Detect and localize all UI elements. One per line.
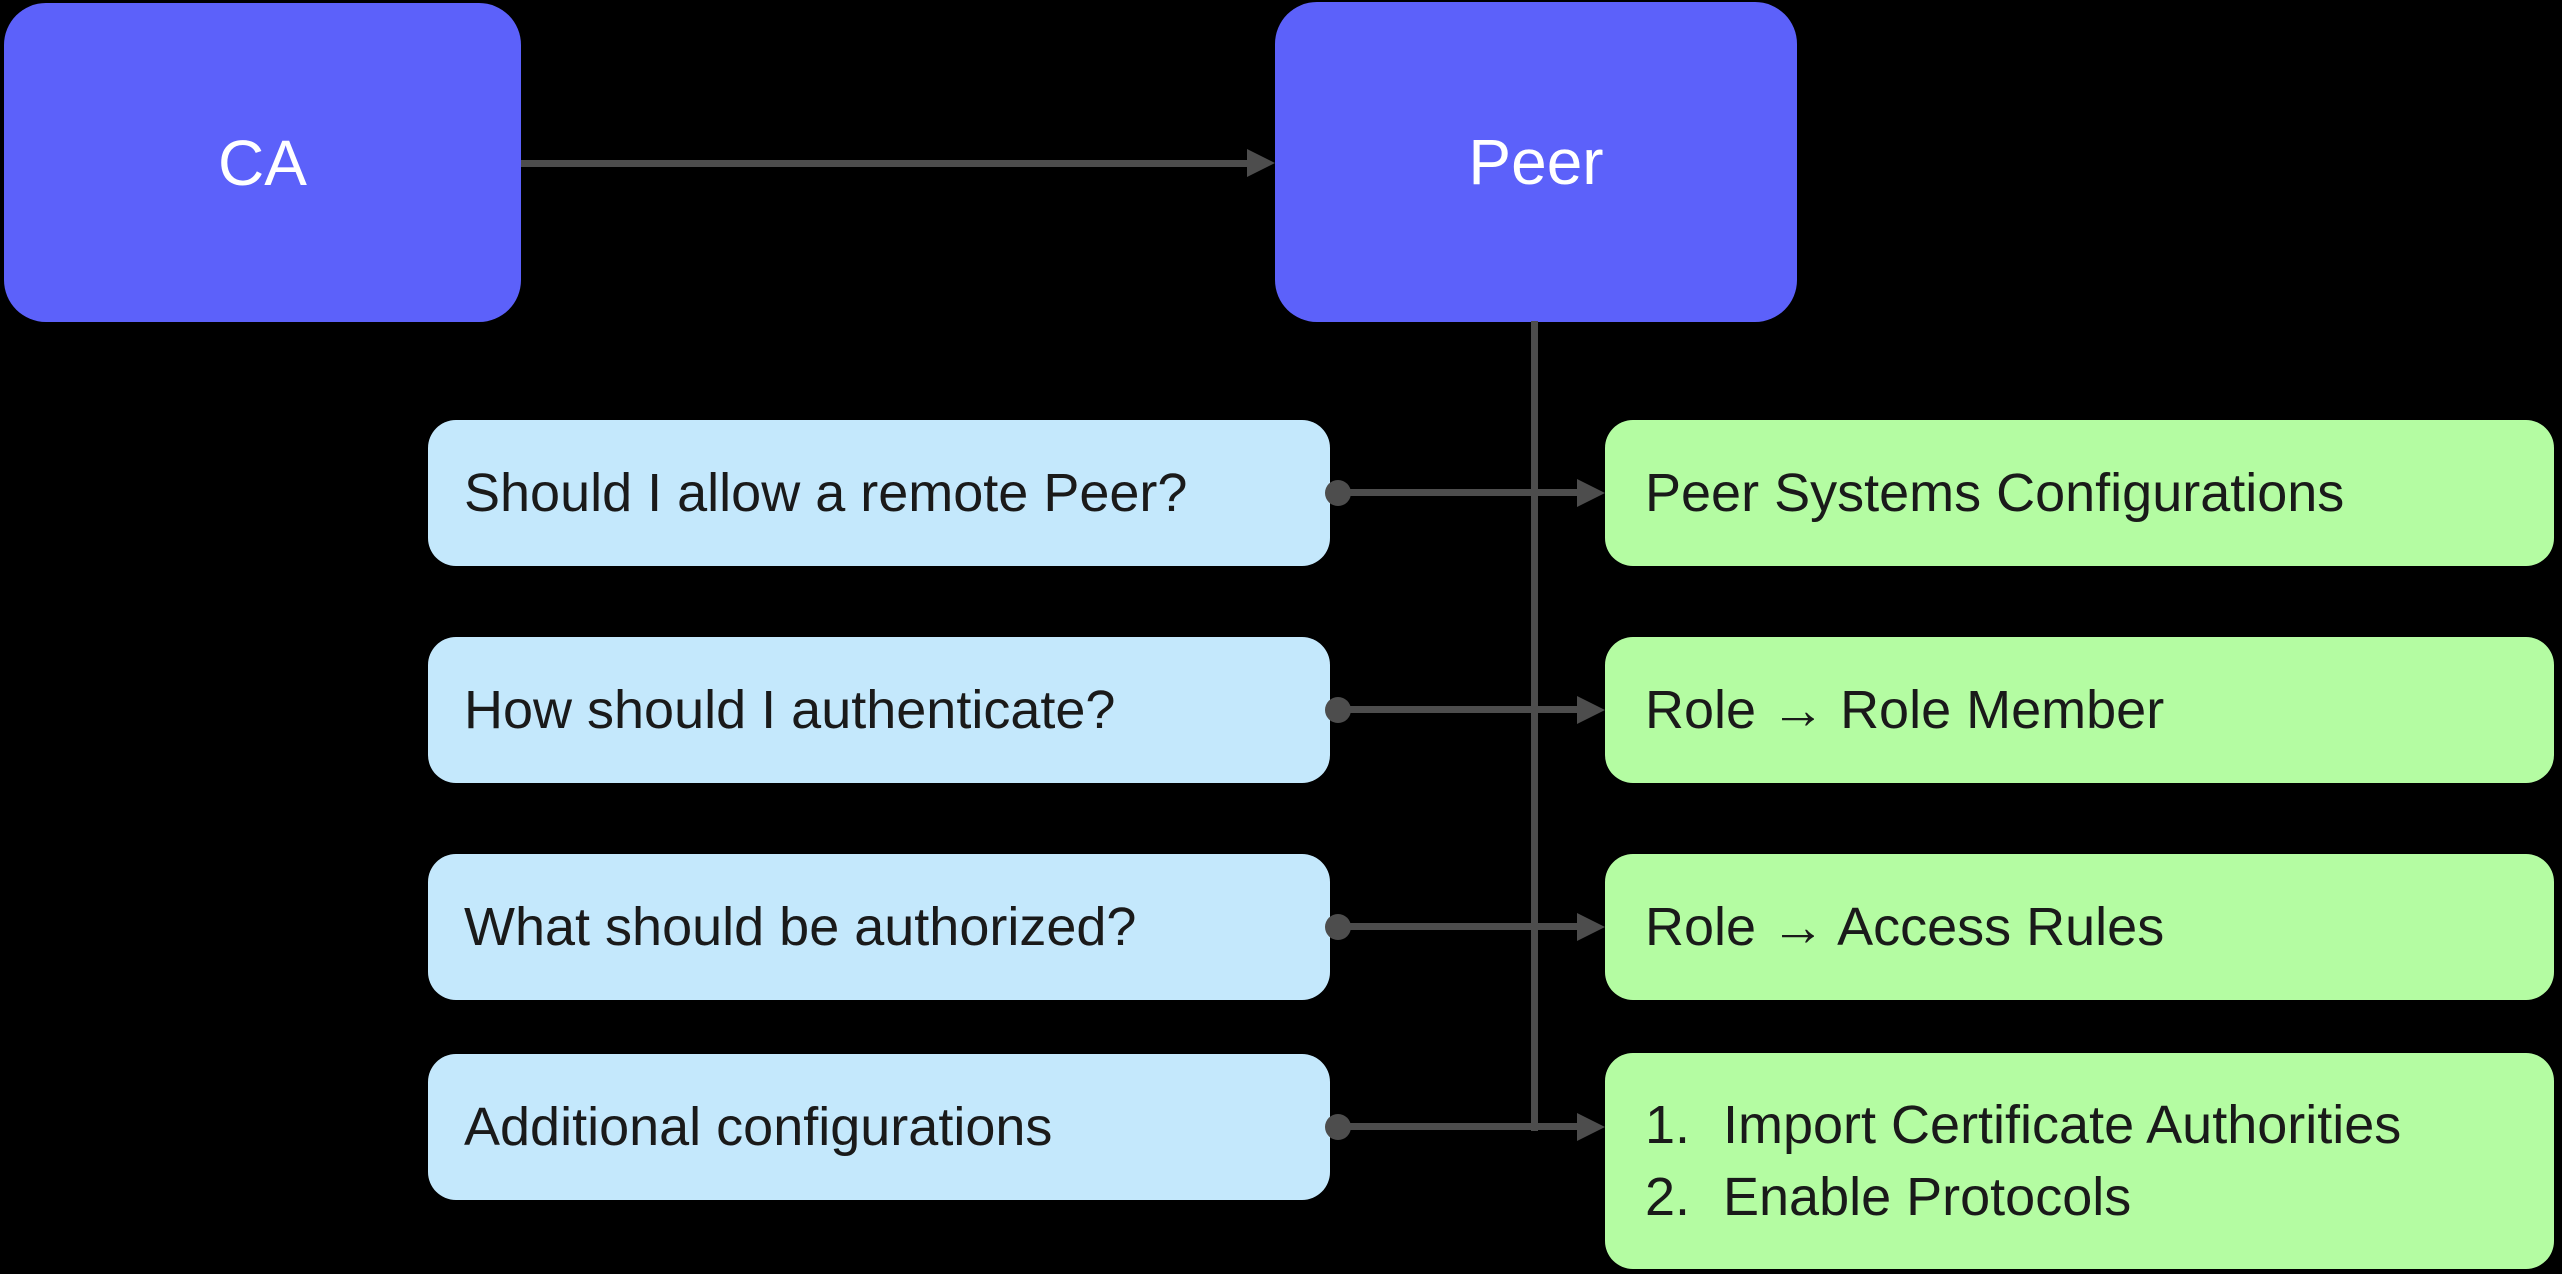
answer-label: Role → Access Rules <box>1645 897 2165 957</box>
arrowhead-row4 <box>1577 1113 1605 1141</box>
answer-label: Role → Role Member <box>1645 680 2165 740</box>
question-box-remote-peer: Should I allow a remote Peer? <box>428 420 1330 566</box>
node-peer-label: Peer <box>1468 126 1604 198</box>
question-box-authenticate: How should I authenticate? <box>428 637 1330 783</box>
edge-peer-trunk <box>1531 321 1538 1131</box>
question-box-additional-config: Additional configurations <box>428 1054 1330 1200</box>
question-box-authorized: What should be authorized? <box>428 854 1330 1000</box>
node-ca: CA <box>4 3 521 322</box>
question-label: What should be authorized? <box>464 897 1137 957</box>
edge-ca-to-peer <box>521 160 1249 167</box>
question-label: How should I authenticate? <box>464 680 1116 740</box>
answer-box-role-member: Role → Role Member <box>1605 637 2554 783</box>
node-ca-label: CA <box>218 126 307 199</box>
answer-box-peer-systems: Peer Systems Configurations <box>1605 420 2554 566</box>
answer-box-access-rules: Role → Access Rules <box>1605 854 2554 1000</box>
list-item: 1. Import Certificate Authorities <box>1645 1089 2401 1161</box>
node-peer: Peer <box>1275 2 1797 322</box>
connector-line-row4 <box>1338 1123 1578 1130</box>
list-item-marker: 1. <box>1645 1095 1691 1155</box>
list-item: 2. Enable Protocols <box>1645 1161 2131 1233</box>
question-label: Additional configurations <box>464 1097 1053 1157</box>
connector-line-row2 <box>1338 706 1578 713</box>
list-item-text: Import Certificate Authorities <box>1723 1095 2402 1155</box>
arrowhead-row3 <box>1577 913 1605 941</box>
list-item-text: Enable Protocols <box>1723 1167 2132 1227</box>
answer-label: Peer Systems Configurations <box>1645 463 2345 523</box>
connector-line-row3 <box>1338 923 1578 930</box>
connector-line-row1 <box>1338 489 1578 496</box>
question-label: Should I allow a remote Peer? <box>464 463 1188 523</box>
arrowhead-row2 <box>1577 696 1605 724</box>
arrowhead-ca-to-peer <box>1247 149 1275 177</box>
arrowhead-row1 <box>1577 479 1605 507</box>
answer-box-additional-steps: 1. Import Certificate Authorities 2. Ena… <box>1605 1053 2554 1269</box>
list-item-marker: 2. <box>1645 1167 1691 1227</box>
